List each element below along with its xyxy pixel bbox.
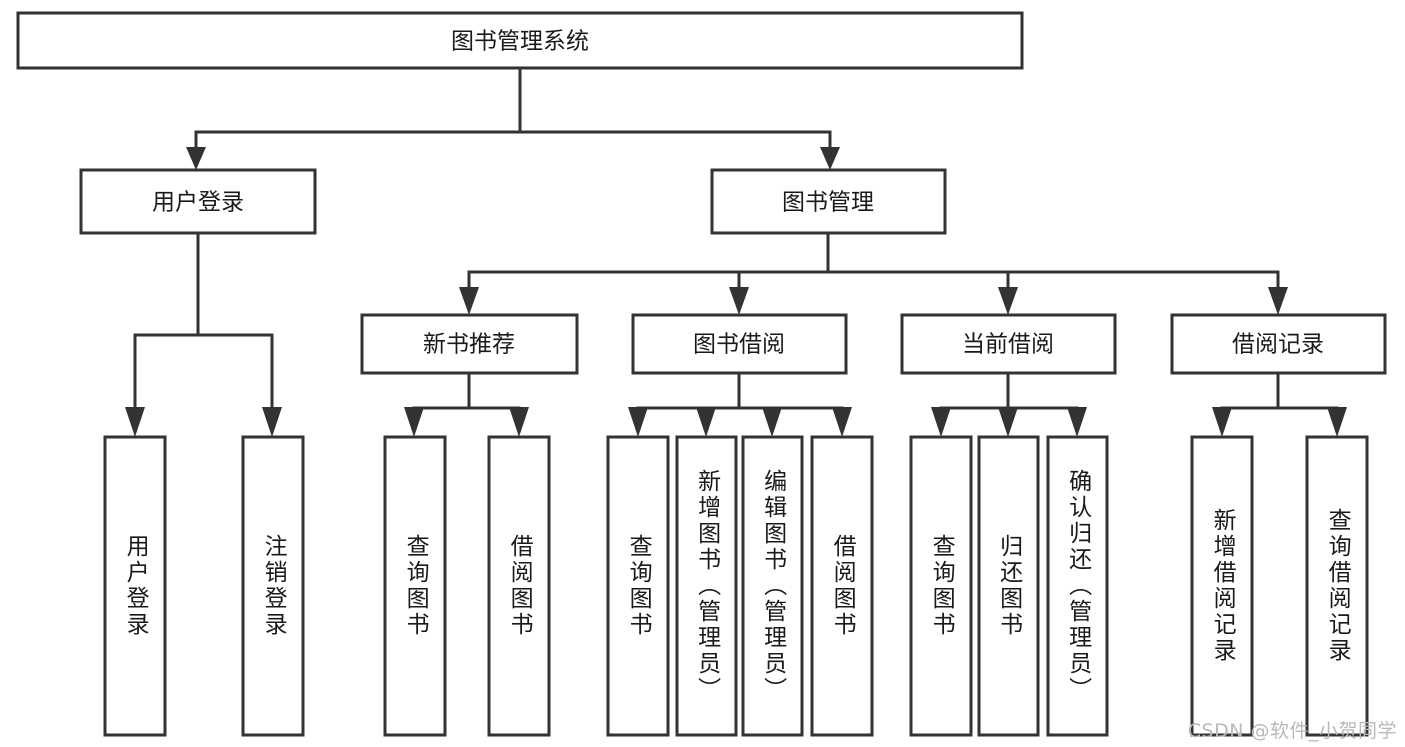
node-leaf-query-record[interactable] xyxy=(1305,435,1369,737)
edge-book-management-to-level3 xyxy=(459,231,1288,315)
node-leaf-return-book[interactable] xyxy=(977,435,1040,737)
node-root-label: 图书管理系统 xyxy=(451,29,589,55)
node-leaf-edit-book[interactable] xyxy=(741,435,804,737)
node-root[interactable]: 图书管理系统 xyxy=(16,11,1024,70)
node-book-management[interactable]: 图书管理 xyxy=(710,168,947,235)
edge-book-borrow-to-leaves xyxy=(628,371,852,437)
edge-new-book-recommend-to-leaves xyxy=(404,371,529,437)
node-leaf-confirm-return[interactable] xyxy=(1046,435,1109,737)
node-leaf-user-login[interactable] xyxy=(103,435,167,737)
node-new-book-recommend-label: 新书推荐 xyxy=(423,332,515,358)
edge-root-to-level2 xyxy=(186,66,840,170)
node-user-login-label: 用户登录 xyxy=(152,190,244,216)
edge-borrow-record-to-leaves xyxy=(1212,371,1347,437)
node-user-login[interactable]: 用户登录 xyxy=(79,168,317,235)
node-leaf-add-record[interactable] xyxy=(1190,435,1254,737)
node-current-borrow[interactable]: 当前借阅 xyxy=(900,313,1117,375)
node-borrow-record[interactable]: 借阅记录 xyxy=(1170,313,1387,375)
node-book-borrow-label: 图书借阅 xyxy=(693,332,785,358)
node-current-borrow-label: 当前借阅 xyxy=(962,332,1054,358)
node-borrow-record-label: 借阅记录 xyxy=(1232,332,1324,358)
node-new-book-recommend[interactable]: 新书推荐 xyxy=(360,313,579,375)
node-leaf-query-book-3[interactable] xyxy=(909,435,973,737)
node-book-borrow[interactable]: 图书借阅 xyxy=(631,313,848,375)
node-leaf-query-book-2[interactable] xyxy=(606,435,670,737)
node-book-management-label: 图书管理 xyxy=(782,190,874,216)
node-leaf-borrow-book-1[interactable] xyxy=(487,435,551,737)
edge-current-borrow-to-leaves xyxy=(931,371,1087,437)
edge-user-login-to-leaves xyxy=(125,231,282,437)
node-leaf-borrow-book-2[interactable] xyxy=(810,435,874,737)
node-leaf-query-book-1[interactable] xyxy=(383,435,447,737)
node-leaf-user-logout[interactable] xyxy=(241,435,305,737)
node-leaf-add-book[interactable] xyxy=(675,435,738,737)
watermark-text: CSDN @软件_小贺同学 xyxy=(1187,720,1397,742)
